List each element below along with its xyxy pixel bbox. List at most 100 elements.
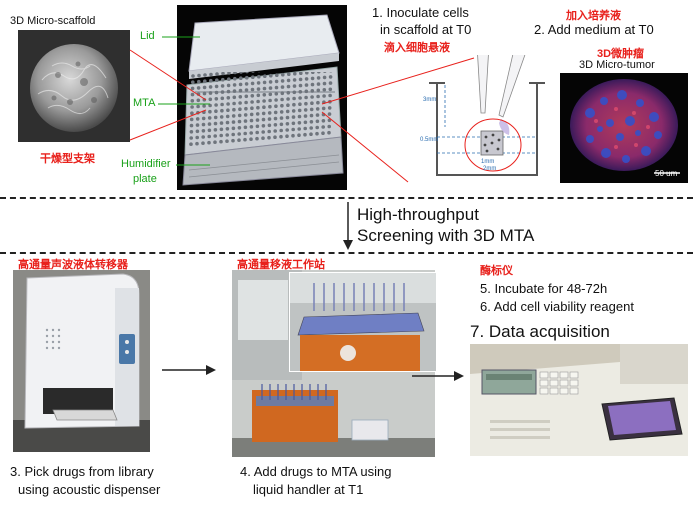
mta-well [274, 104, 278, 108]
mta-well [207, 140, 211, 145]
mta-well [250, 94, 255, 98]
mta-well [316, 82, 321, 86]
mta-well [195, 135, 199, 140]
mta-well [268, 104, 272, 109]
scaffold-caption-cn: 干燥型支架 [40, 153, 95, 165]
mta-well [256, 99, 260, 104]
mta-well [261, 117, 266, 122]
mta-well [275, 73, 279, 77]
mta-well [328, 93, 332, 98]
mta-well [208, 103, 212, 108]
mta-well [196, 104, 200, 109]
mta-well [232, 83, 237, 87]
mta-well [304, 89, 309, 94]
mta-well [238, 95, 243, 99]
mta-well [267, 111, 272, 115]
mta-well [303, 114, 308, 118]
mta-well [233, 76, 237, 81]
right-arrow-1 [162, 365, 216, 375]
mta-well [304, 101, 308, 106]
step2: 2. Add medium at T0 [534, 22, 654, 37]
mta-well [310, 95, 314, 99]
mta-well [297, 133, 301, 137]
mta-well [316, 88, 321, 93]
step1-cn: 滴入细胞悬液 [384, 42, 450, 54]
mta-well [309, 126, 313, 130]
mta-well [280, 79, 285, 83]
mta-well [255, 118, 260, 122]
mta-well [195, 129, 200, 134]
mta-well [219, 115, 224, 119]
mta-well [305, 72, 309, 75]
scaffold-title: 3D Micro-scaffold [10, 15, 96, 27]
step2-cn: 加入培养液 [566, 10, 621, 22]
mta-well [232, 107, 236, 112]
mta-well [273, 135, 277, 139]
screening-title-line1: High-throughput [357, 205, 479, 224]
mta-well [287, 72, 291, 76]
mta-well [190, 99, 195, 103]
mta-well [281, 72, 285, 77]
mta-well [304, 83, 309, 87]
mta-well [292, 96, 296, 101]
mta-well [249, 118, 254, 123]
scale-bar-label: 50 um [655, 169, 678, 178]
mta-well [257, 74, 261, 79]
mta-well [220, 102, 224, 107]
mta-well [316, 100, 320, 105]
mta-well [298, 77, 303, 82]
mta-well [219, 121, 224, 125]
mta-well [316, 76, 321, 80]
mta-well [286, 97, 290, 101]
dispenser-caption-cn: 高通量声波液体转移器 [18, 259, 128, 271]
mta-well [231, 114, 236, 118]
mta-well [273, 123, 278, 127]
mta-well [202, 91, 207, 96]
mta-well [232, 89, 237, 93]
mta-well [215, 78, 219, 82]
mta-well [243, 119, 248, 123]
mta-well [285, 109, 290, 114]
well-schematic [429, 55, 545, 176]
mta-well [197, 73, 201, 78]
mta-well [220, 84, 225, 88]
mta-well [292, 78, 297, 82]
mta-well [291, 109, 296, 113]
mta-well [309, 120, 314, 124]
plate-reader-photo [470, 344, 688, 456]
mta-well [226, 108, 230, 112]
mta-well [309, 132, 313, 136]
mta-well [243, 125, 248, 130]
mta-well [231, 126, 236, 131]
mta-well [268, 86, 273, 90]
mta-well [208, 91, 213, 95]
mta-well [226, 89, 231, 94]
mta-well [189, 130, 194, 134]
mta-well [274, 85, 279, 90]
mta-well [245, 75, 249, 80]
mta-well [231, 138, 235, 143]
mta-well [189, 142, 193, 146]
mta-well [261, 136, 265, 140]
mta-well [255, 124, 260, 129]
mta-well [291, 121, 296, 126]
scaffold-sem-image [18, 30, 130, 142]
mta-well [280, 103, 284, 108]
mta-well [280, 91, 285, 96]
mta-well [225, 114, 230, 119]
mta-well [237, 113, 242, 118]
mta-well [195, 117, 200, 121]
mta-well [279, 134, 283, 139]
step4-line2: liquid handler at T1 [253, 482, 364, 497]
mta-well [291, 133, 295, 138]
mta-well [327, 106, 332, 110]
step5: 5. Incubate for 48-72h [480, 281, 608, 296]
mta-well [203, 79, 207, 83]
right-arrow-2 [412, 371, 464, 381]
mta-well [310, 76, 315, 81]
mta-well [286, 103, 290, 107]
mta-well [321, 119, 326, 123]
mta-well [262, 80, 267, 85]
mta-well [304, 77, 309, 81]
mta-well [321, 106, 326, 111]
